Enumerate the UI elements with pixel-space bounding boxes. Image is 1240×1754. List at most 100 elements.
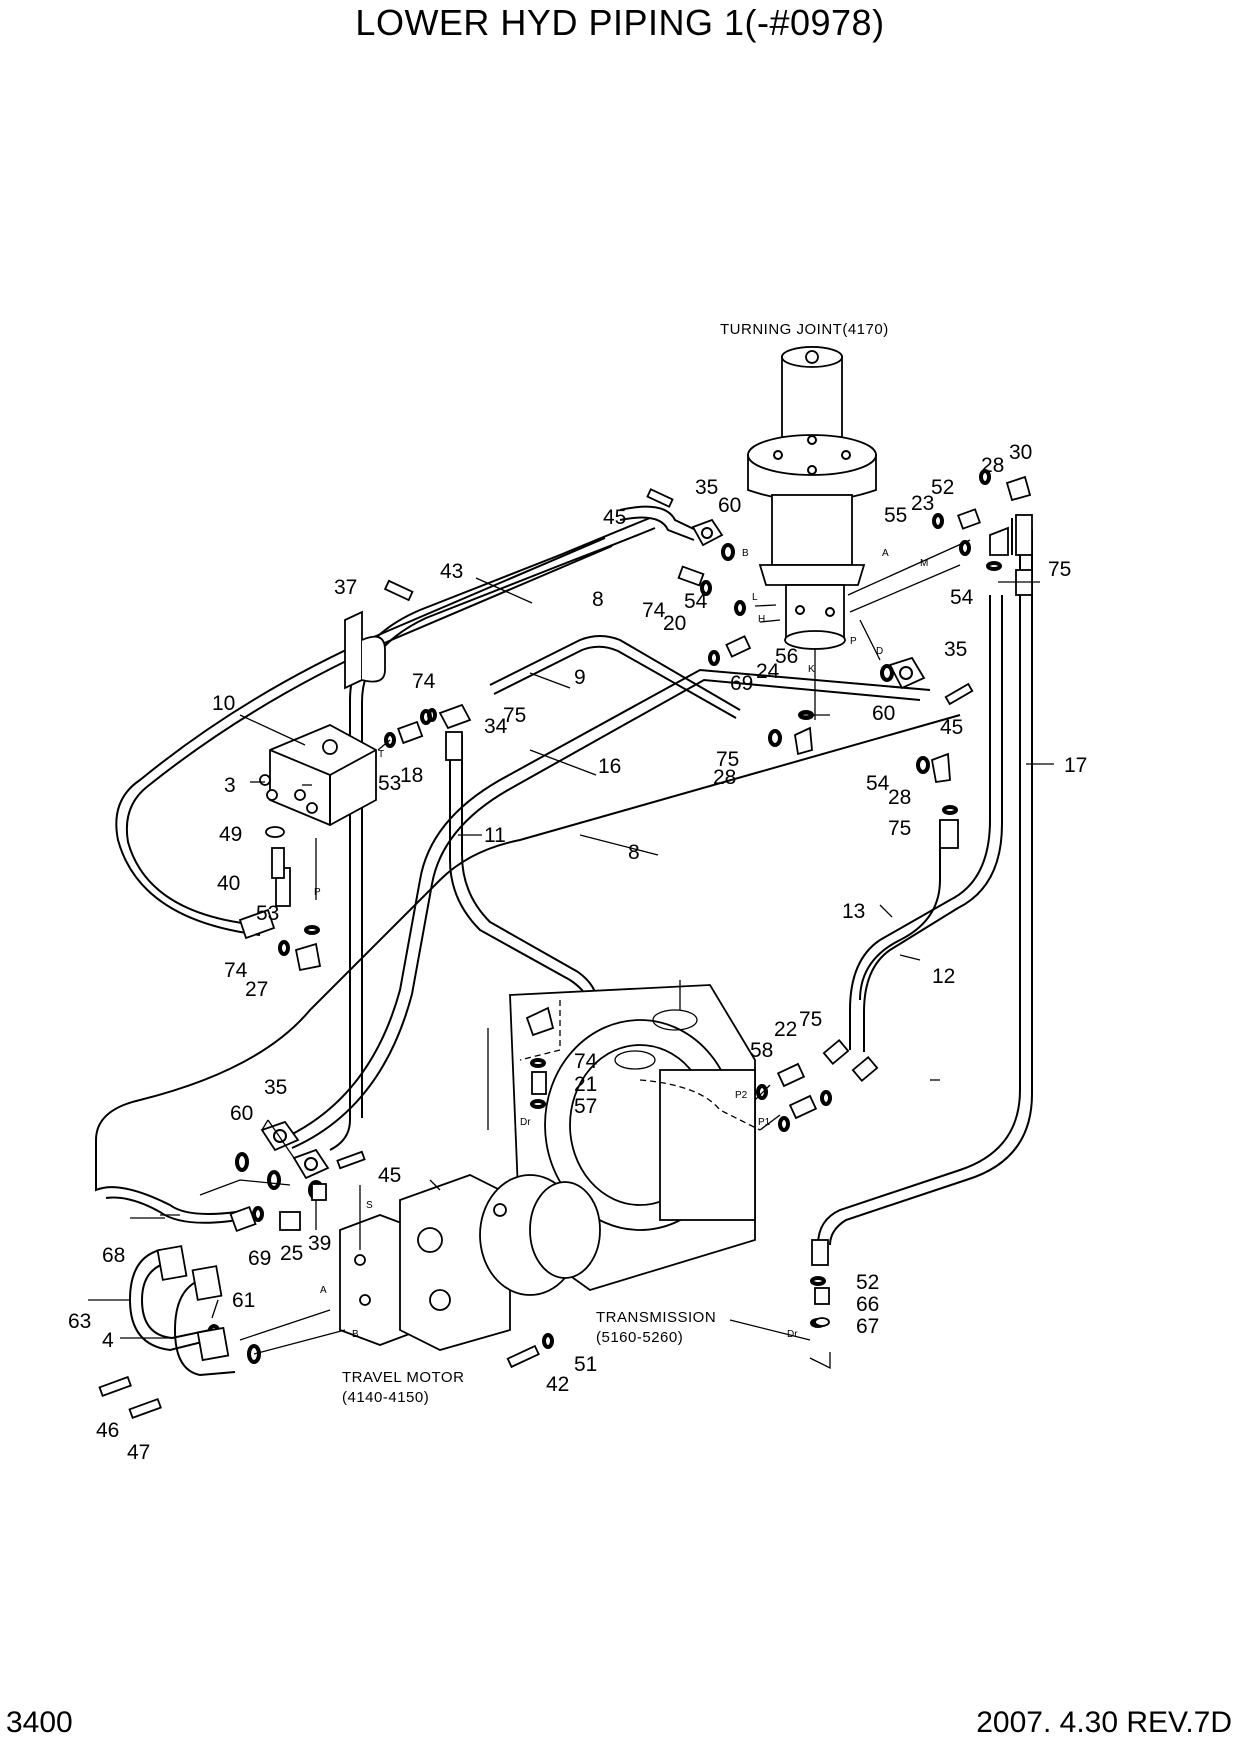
callout-45: 45 [603, 506, 626, 529]
callout-35: 35 [695, 476, 718, 499]
port-label: K [808, 664, 815, 675]
flange-35-top [691, 518, 724, 547]
callout-74: 74 [412, 670, 436, 693]
page-title: LOWER HYD PIPING 1(-#0978) [355, 2, 885, 43]
port-label: P [850, 636, 857, 647]
port-label: S [366, 1200, 373, 1211]
callout-4: 4 [102, 1329, 114, 1352]
callout-52: 52 [856, 1271, 879, 1294]
transmission-label: TRANSMISSION [596, 1309, 716, 1326]
callout-61: 61 [232, 1289, 255, 1312]
callout-49: 49 [219, 823, 242, 846]
callout-34: 34 [484, 715, 508, 738]
port-label: L [752, 592, 758, 603]
callout-54: 54 [866, 772, 890, 795]
callout-75: 75 [1048, 558, 1071, 581]
callout-3: 3 [224, 774, 236, 797]
callout-66: 66 [856, 1293, 879, 1316]
callout-9: 9 [574, 666, 586, 689]
callout-43: 43 [440, 560, 463, 583]
callout-12: 12 [932, 965, 955, 988]
port-label: H [758, 614, 765, 625]
callout-53: 53 [256, 902, 279, 925]
callout-8: 8 [592, 588, 604, 611]
callout-55: 55 [884, 504, 907, 527]
travel-motor-label: TRAVEL MOTOR [342, 1369, 464, 1386]
port-label: Dr [787, 1329, 798, 1340]
travel-motor-drawing [339, 1174, 601, 1351]
callout-35: 35 [944, 638, 967, 661]
callout-68: 68 [102, 1244, 125, 1267]
callout-45: 45 [940, 716, 963, 739]
callout-74: 74 [574, 1050, 598, 1073]
callout-20: 20 [663, 612, 686, 635]
port-label: P1 [758, 1117, 771, 1128]
callout-numbers: 30 28 52 23 55 75 54 35 60 45 8 74 20 54… [68, 441, 1087, 1464]
callout-37: 37 [334, 576, 357, 599]
travel-motor-range-label: (4140-4150) [342, 1389, 429, 1406]
callout-74: 74 [224, 959, 248, 982]
callout-75: 75 [888, 817, 911, 840]
port-label: A [320, 1285, 327, 1296]
page-number: 3400 [6, 1706, 73, 1739]
port-label: M [920, 558, 928, 569]
callout-25: 25 [280, 1242, 303, 1265]
callout-75: 75 [716, 748, 739, 771]
pipe-routing [95, 505, 1033, 1377]
bracket-37 [344, 610, 386, 690]
callout-56: 56 [775, 645, 798, 668]
callout-28: 28 [981, 454, 1004, 477]
callout-54: 54 [950, 586, 974, 609]
leader-lines [88, 539, 1054, 1370]
port-label: D [876, 646, 883, 657]
callout-46: 46 [96, 1419, 119, 1442]
callout-24: 24 [756, 660, 780, 683]
callout-22: 22 [774, 1018, 797, 1041]
callout-47: 47 [127, 1441, 150, 1464]
port-labels: B A M L H P D K T P Dr P2 P1 Dr A B S [314, 548, 928, 1340]
callout-57: 57 [574, 1095, 597, 1118]
callout-21: 21 [574, 1073, 597, 1096]
callout-54: 54 [684, 590, 708, 613]
callout-13: 13 [842, 900, 865, 923]
port-label: B [742, 548, 749, 559]
flange-35-right [888, 656, 926, 690]
callout-75: 75 [503, 704, 526, 727]
callout-27: 27 [245, 978, 268, 1001]
port-label: P [314, 887, 321, 898]
callout-16: 16 [598, 755, 621, 778]
callout-10: 10 [212, 692, 235, 715]
port-label: P2 [735, 1090, 748, 1101]
callout-63: 63 [68, 1310, 91, 1333]
callout-23: 23 [911, 492, 934, 515]
revision-date: 2007. 4.30 REV.7D [976, 1706, 1232, 1739]
callout-60: 60 [718, 494, 741, 517]
port-label: B [352, 1329, 359, 1340]
callout-39: 39 [308, 1232, 331, 1255]
callout-69: 69 [248, 1247, 271, 1270]
port-label: A [882, 548, 889, 559]
callout-18: 18 [400, 764, 423, 787]
callout-74: 74 [642, 599, 666, 622]
callout-52: 52 [931, 476, 954, 499]
callout-69: 69 [730, 672, 753, 695]
callout-40: 40 [217, 872, 240, 895]
callout-30: 30 [1009, 441, 1032, 464]
callout-67: 67 [856, 1315, 879, 1338]
fittings [98, 475, 1033, 1419]
callout-75: 75 [799, 1008, 822, 1031]
callout-35: 35 [264, 1076, 287, 1099]
callout-17: 17 [1064, 754, 1087, 777]
callout-60: 60 [872, 702, 895, 725]
callout-51: 51 [574, 1353, 597, 1376]
turning-joint-drawing [747, 346, 877, 650]
callout-8: 8 [628, 841, 640, 864]
callout-53: 53 [378, 772, 401, 795]
callout-45: 45 [378, 1164, 401, 1187]
transmission-range-label: (5160-5260) [596, 1329, 683, 1346]
callout-60: 60 [230, 1102, 253, 1125]
callout-58: 58 [750, 1039, 773, 1062]
valve-block [259, 724, 377, 826]
callout-11: 11 [484, 824, 506, 847]
